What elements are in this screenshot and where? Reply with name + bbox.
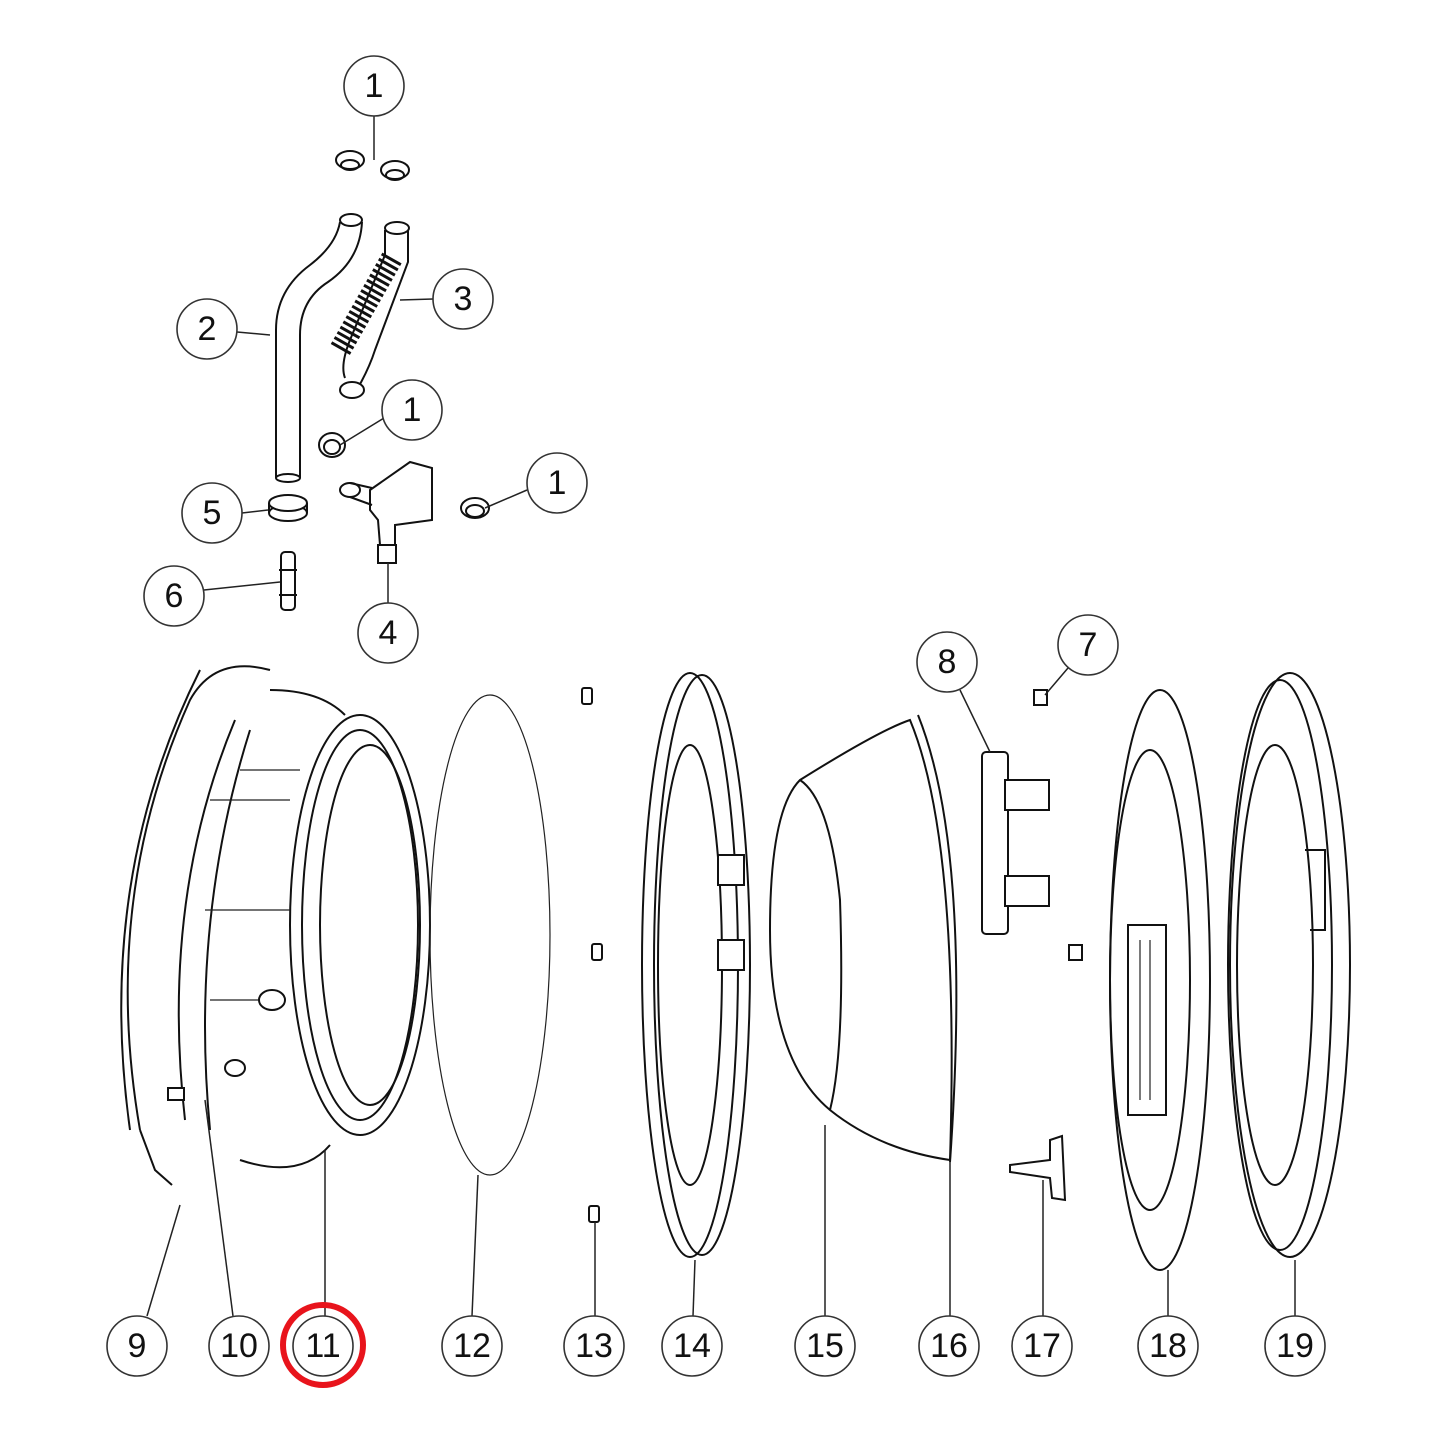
svg-text:6: 6 <box>165 577 184 615</box>
outer-door-frame-part-19 <box>1227 672 1351 1258</box>
door-glass-part-15 <box>768 714 958 1163</box>
svg-text:11: 11 <box>305 1327 340 1365</box>
callout-7: 7 <box>1057 614 1119 676</box>
callout-17: 17 <box>1011 1315 1073 1377</box>
hose-clamps-top <box>335 150 410 181</box>
inner-door-frame-part-18 <box>1109 689 1211 1271</box>
corrugated-hose-part-3 <box>330 221 410 399</box>
pump-connector-part-4 <box>339 460 433 564</box>
svg-text:4: 4 <box>379 614 398 652</box>
svg-text:1: 1 <box>403 391 422 429</box>
callout-6: 6 <box>143 565 205 627</box>
callout-1-top: 1 <box>343 55 405 117</box>
svg-text:17: 17 <box>1023 1327 1061 1365</box>
callout-16: 16 <box>918 1315 980 1377</box>
callout-11: 11 <box>292 1315 354 1377</box>
callout-12: 12 <box>441 1315 503 1377</box>
svg-text:1: 1 <box>365 67 384 105</box>
callout-1-middle: 1 <box>381 379 443 441</box>
callout-15: 15 <box>794 1315 856 1377</box>
svg-text:16: 16 <box>930 1327 968 1365</box>
door-ring-part-14 <box>641 672 751 1258</box>
callout-5: 5 <box>181 482 243 544</box>
svg-text:8: 8 <box>938 643 957 681</box>
leader-lines <box>146 116 1296 1317</box>
svg-text:10: 10 <box>220 1327 258 1365</box>
svg-text:15: 15 <box>806 1327 844 1365</box>
svg-text:13: 13 <box>575 1327 613 1365</box>
hose-clamp-mid <box>318 432 346 458</box>
svg-text:7: 7 <box>1079 626 1098 664</box>
squares-part-7 <box>1033 689 1083 961</box>
svg-text:19: 19 <box>1276 1327 1314 1365</box>
highlight-circle-11 <box>280 1302 366 1388</box>
svg-text:14: 14 <box>673 1327 711 1365</box>
callout-18: 18 <box>1137 1315 1199 1377</box>
svg-text:3: 3 <box>454 280 473 318</box>
hose-clamp-right <box>460 497 490 519</box>
callout-4: 4 <box>357 602 419 664</box>
connector-part-6 <box>279 551 297 611</box>
plugs-part-13 <box>581 687 603 1223</box>
hose-part-2 <box>275 213 363 483</box>
svg-text:18: 18 <box>1149 1327 1187 1365</box>
callout-2: 2 <box>176 298 238 360</box>
callout-14: 14 <box>661 1315 723 1377</box>
hinge-part-8 <box>981 751 1050 935</box>
svg-text:12: 12 <box>453 1327 491 1365</box>
handle-part-17 <box>1009 1134 1067 1202</box>
callout-1-right: 1 <box>526 452 588 514</box>
svg-text:1: 1 <box>548 464 567 502</box>
svg-text:9: 9 <box>128 1327 147 1365</box>
callout-9: 9 <box>106 1315 168 1377</box>
svg-text:5: 5 <box>203 494 222 532</box>
tub-front-part-11 <box>120 665 431 1186</box>
callout-3: 3 <box>432 268 494 330</box>
wire-ring-part-12 <box>429 694 551 1176</box>
clamp-ring-part-5 <box>268 494 308 522</box>
callout-19: 19 <box>1264 1315 1326 1377</box>
callout-10: 10 <box>208 1315 270 1377</box>
callout-8: 8 <box>916 631 978 693</box>
svg-text:2: 2 <box>198 310 217 348</box>
callout-13: 13 <box>563 1315 625 1377</box>
